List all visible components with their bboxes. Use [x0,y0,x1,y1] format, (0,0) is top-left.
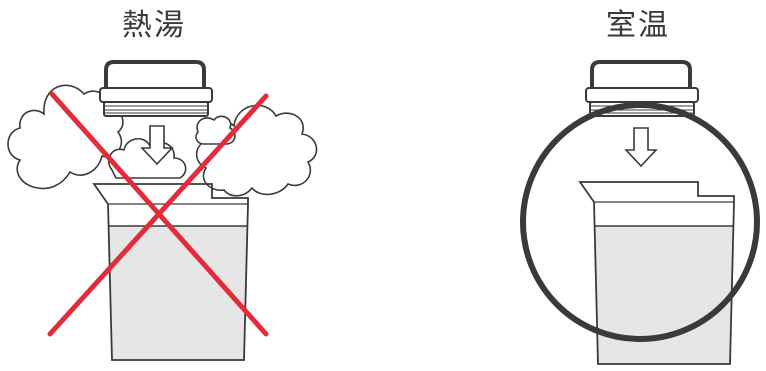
down-arrow-icon [626,128,656,166]
room-temperature-panel [523,62,757,364]
pitcher-icon [94,184,248,360]
lid-icon [100,62,212,116]
hot-water-panel [8,62,317,360]
